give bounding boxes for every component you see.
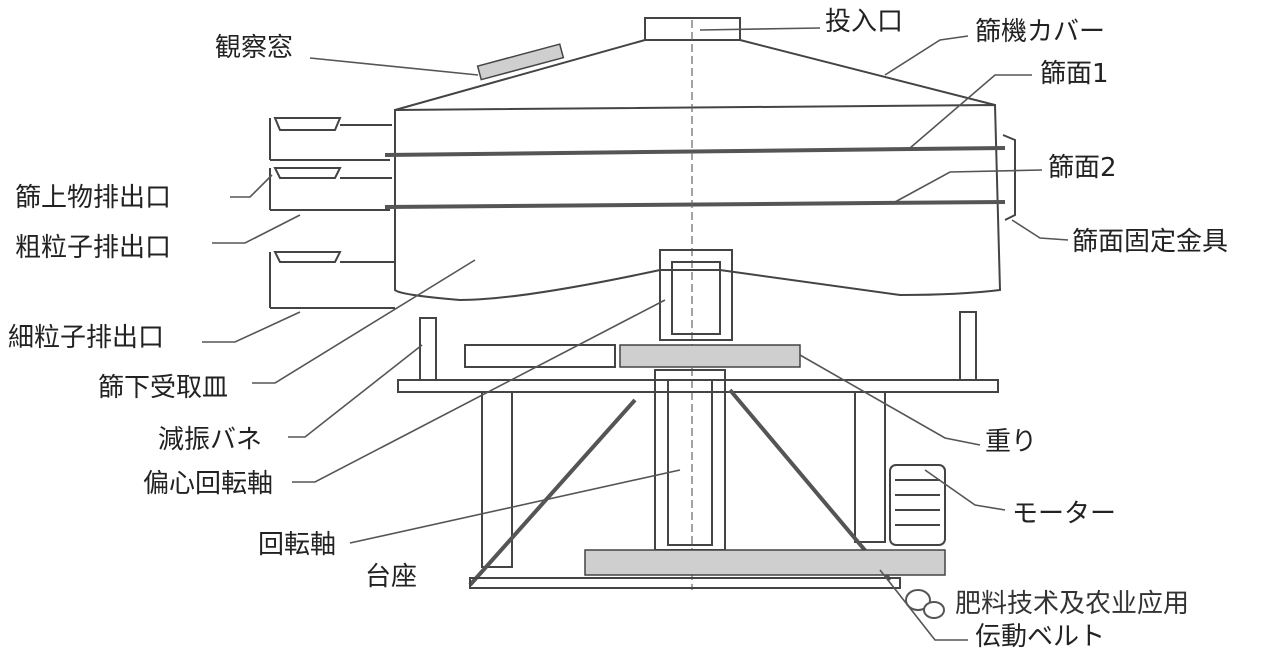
motor-part — [889, 464, 946, 546]
sieve-body — [394, 103, 1002, 302]
label-screen-clamp: 篩面固定金具 — [1072, 227, 1228, 257]
label-weight: 重り — [985, 427, 1037, 457]
eccentric-shaft-part — [659, 249, 733, 341]
label-screen2: 篩面2 — [1048, 153, 1117, 183]
cover-part — [394, 39, 996, 111]
label-observation-window: 観察窓 — [215, 33, 293, 63]
observation-window-part — [476, 43, 565, 81]
screen2-part — [384, 200, 1006, 209]
watermark: 肥料技术及农业应用 — [905, 589, 1189, 619]
label-belt: 伝動ベルト — [975, 622, 1105, 652]
label-base: 台座 — [365, 562, 417, 592]
label-rotating-shaft: 回転軸 — [258, 530, 336, 560]
leg-left — [481, 391, 513, 568]
wechat-icon — [905, 589, 945, 619]
leg-right — [854, 391, 886, 543]
base-frame — [468, 388, 892, 587]
label-cover: 篩機カバー — [975, 17, 1105, 47]
damping-spring-left — [419, 317, 437, 381]
label-oversize-outlet: 篩上物排出口 — [15, 183, 171, 213]
base-part — [469, 577, 901, 589]
screen1-part — [384, 146, 1006, 157]
weight-plate — [619, 344, 801, 368]
label-bottom-tray: 篩下受取皿 — [98, 373, 228, 403]
label-motor: モーター — [1012, 499, 1116, 529]
label-inlet: 投入口 — [825, 7, 903, 37]
label-coarse-outlet: 粗粒子排出口 — [15, 233, 171, 263]
label-fine-outlet: 細粒子排出口 — [8, 323, 164, 353]
damping-spring-right — [959, 311, 977, 381]
screen-clamp-part — [1002, 134, 1016, 221]
belt-drive — [584, 549, 946, 576]
platform — [397, 379, 999, 393]
label-eccentric-shaft: 偏心回転軸 — [143, 469, 273, 499]
labels: 観察窓 投入口 篩機カバー 篩面1 篩面2 篩面固定金具 篩上物排出口 粗粒子排… — [8, 7, 1228, 652]
label-damping-spring: 減振バネ — [158, 425, 262, 455]
rotating-shaft-part — [654, 369, 726, 551]
watermark-text: 肥料技术及农业应用 — [955, 589, 1189, 619]
machine-drawing — [269, 17, 1016, 590]
leader-lines — [202, 27, 1069, 641]
outlets — [269, 117, 395, 309]
label-screen1: 篩面1 — [1040, 59, 1109, 89]
